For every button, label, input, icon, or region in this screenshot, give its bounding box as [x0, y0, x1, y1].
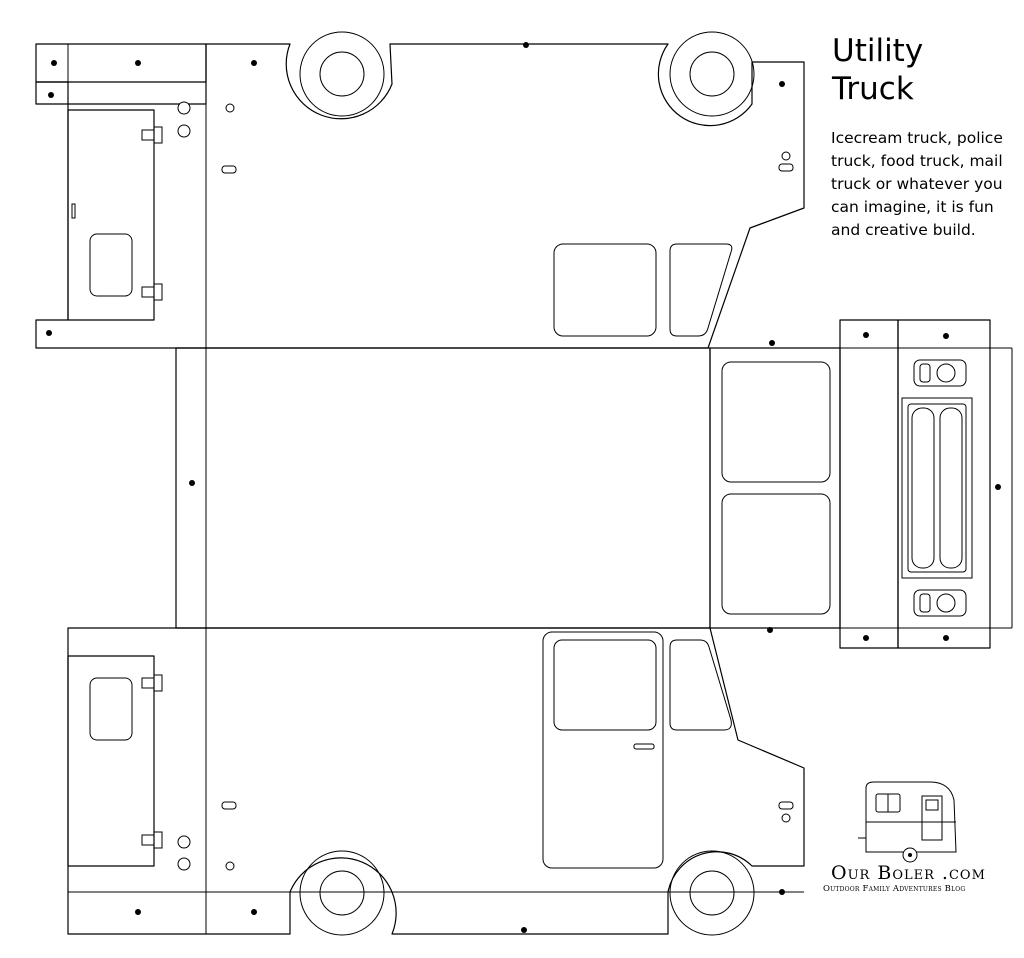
glue-dots: [46, 42, 1001, 933]
upper-side-window: [554, 244, 656, 336]
lower-rear-wheel: [300, 851, 384, 935]
rear-door-upper: [68, 110, 154, 320]
page-title: Utility Truck: [832, 32, 923, 108]
upper-front-wheel: [670, 32, 754, 116]
title-line-1: Utility: [832, 33, 924, 69]
front-window-bottom: [722, 494, 830, 614]
lower-side-outline: [68, 628, 804, 934]
logo-tagline: Outdoor Family Adventures Blog: [823, 884, 966, 894]
upper-rear-wheel: [300, 32, 384, 116]
rear-door-lower: [68, 656, 154, 866]
description-line: can imagine, it is fun: [831, 198, 994, 216]
front-panel: [710, 320, 1012, 648]
description-line: Icecream truck, police: [831, 129, 1003, 147]
description-line: truck or whatever you: [831, 175, 1003, 193]
roof-panel: [176, 348, 710, 628]
upper-windshield-side: [670, 244, 732, 336]
description: Icecream truck, police truck, food truck…: [831, 127, 1021, 242]
upper-side-panel: [36, 32, 804, 348]
lower-front-wheel: [670, 851, 754, 935]
front-window-top: [722, 362, 830, 482]
logo-name: Our Boler .com: [831, 862, 986, 884]
grille: [902, 398, 972, 578]
upper-side-outline: [36, 44, 804, 348]
title-line-2: Truck: [832, 71, 914, 107]
lower-side-panel: [68, 628, 804, 935]
camper-trailer-logo-icon: [858, 782, 956, 862]
description-line: truck, food truck, mail: [831, 152, 1003, 170]
lower-windshield-side: [670, 640, 731, 730]
headlight-bottom: [914, 590, 966, 616]
cab-door: [543, 632, 663, 868]
headlight-top: [914, 360, 966, 386]
top-left-glue-tab: [36, 44, 206, 82]
description-line: and creative build.: [831, 221, 976, 239]
